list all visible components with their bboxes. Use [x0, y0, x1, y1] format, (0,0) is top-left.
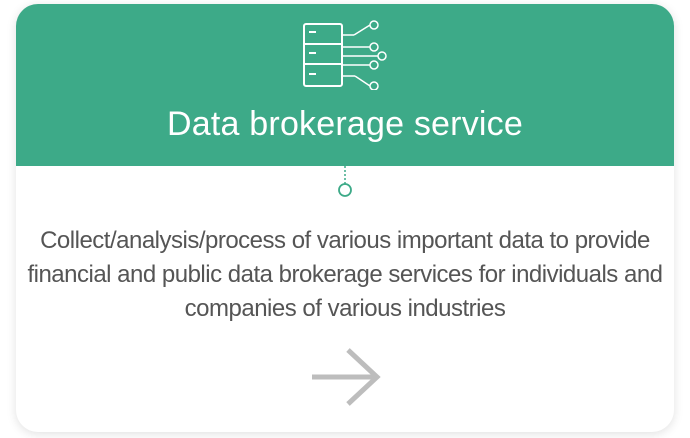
arrow-right-button[interactable]	[306, 342, 386, 412]
card-title: Data brokerage service	[167, 105, 523, 143]
arrow-right-icon	[312, 348, 381, 406]
card-header: Data brokerage service	[16, 4, 674, 166]
service-card[interactable]: Data brokerage service Collect/analysis/…	[16, 4, 674, 432]
data-server-network-icon	[303, 20, 387, 90]
card-description: Collect/analysis/process of various impo…	[27, 227, 663, 322]
connector-dot-icon	[338, 166, 352, 197]
